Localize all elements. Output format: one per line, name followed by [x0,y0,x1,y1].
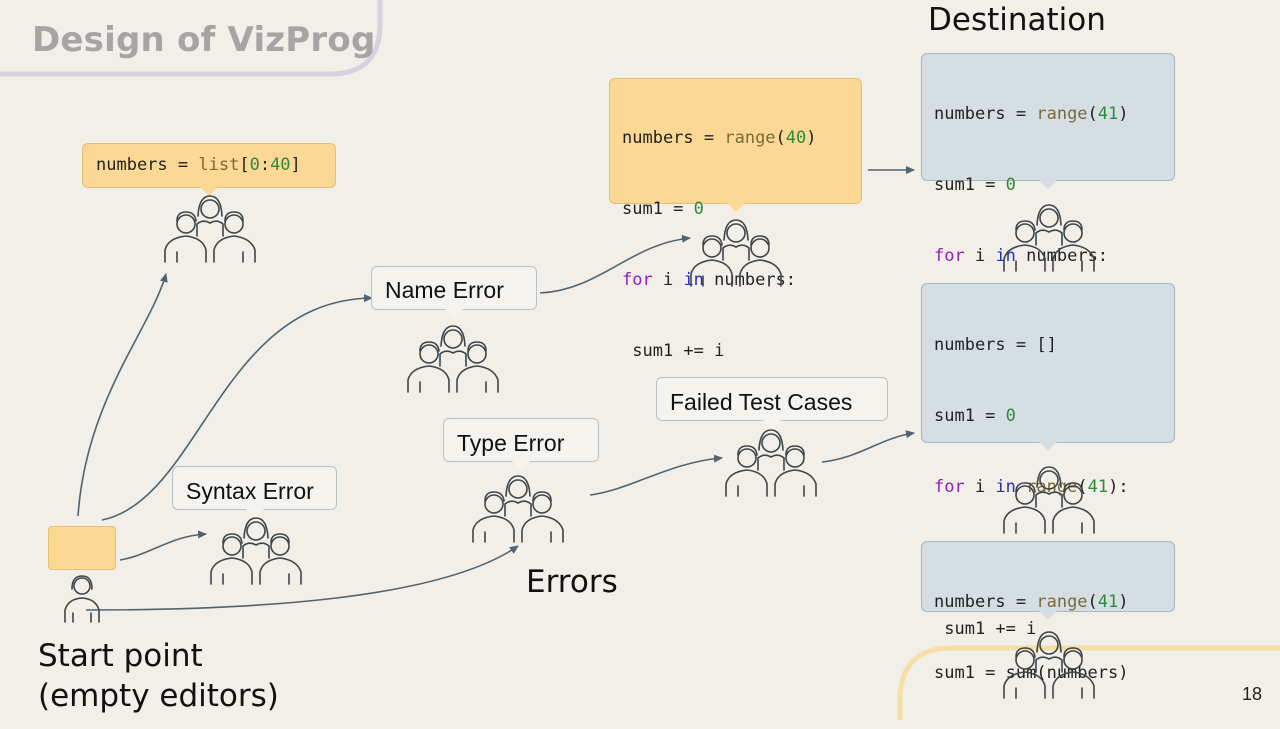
start-point-line1: Start point [38,638,203,674]
name-error-text: Name Error [385,277,504,303]
type-error-bubble: Type Error [443,418,599,470]
arrow-start-to-name-error [101,294,373,521]
slide-title: Design of VizProg [32,20,376,60]
arrow-failed-to-dest2 [821,430,915,463]
student-group-icon [164,195,256,263]
failed-tests-bubble: Failed Test Cases [656,377,888,429]
destination-bubble-2: numbers = [] sum1 = 0 for i in range(41)… [921,283,1175,639]
syntax-error-text: Syntax Error [186,478,314,504]
arrow-type-error-to-failed [589,454,723,496]
failed-tests-text: Failed Test Cases [670,389,853,415]
type-error-text: Type Error [457,430,565,456]
student-group-icon [725,429,817,497]
student-group-icon [210,517,302,585]
student-group-icon [1003,466,1095,534]
code-bubble-list-slice: numbers = list[0:40] [82,143,336,196]
arrow-start-to-syntax-error [119,530,207,561]
destination-bubble-1: numbers = range(41) sum1 = 0 for i in nu… [921,53,1175,337]
destination-label: Destination [928,2,1106,38]
student-group-icon [472,475,564,543]
arrow-name-error-to-range40 [539,234,691,294]
errors-label: Errors [526,564,618,600]
destination-bubble-3: numbers = range(41) sum1 = sum(numbers) [921,541,1175,683]
code-list-slice: numbers = list[0:40] [96,155,301,175]
arrow-start-to-list [77,273,168,517]
student-group-icon [407,325,499,393]
student-group-icon [690,219,782,287]
arrow-start-to-type-error [85,545,519,611]
name-error-bubble: Name Error [371,266,537,318]
syntax-error-bubble: Syntax Error [172,466,337,518]
student-group-icon [1003,204,1095,272]
student-group-icon [1003,631,1095,699]
code-bubble-range40: numbers = range(40) sum1 = 0 for i in nu… [609,78,862,361]
start-point-line2: (empty editors) [38,678,279,714]
empty-editor-box [48,526,116,570]
code-range40: numbers = range(40) sum1 = 0 for i in nu… [622,128,817,361]
start-point-label: Start point (empty editors) [38,636,279,716]
page-number: 18 [1242,684,1263,704]
student-icon [64,575,100,623]
